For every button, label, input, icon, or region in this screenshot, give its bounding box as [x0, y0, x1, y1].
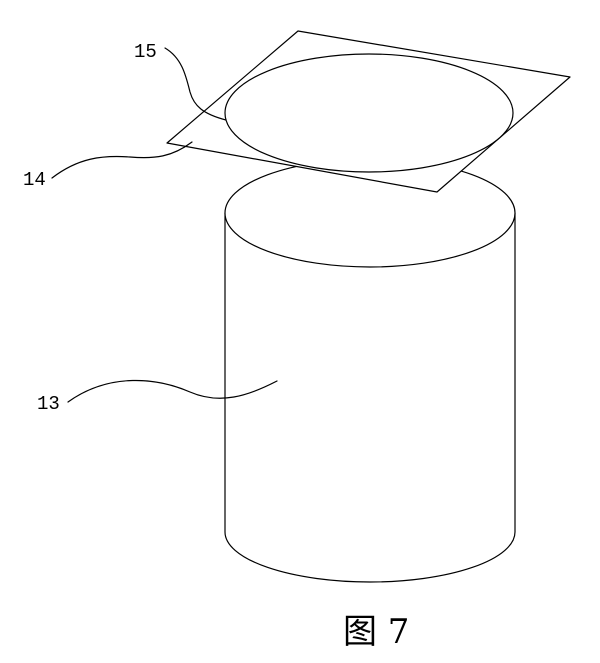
figure-caption: 图 7 — [343, 612, 409, 652]
leader-line-14 — [51, 141, 193, 179]
circular-disc-15 — [224, 53, 514, 173]
cylinder-13 — [224, 158, 516, 583]
cylinder-body — [224, 212, 516, 583]
leader-line-13 — [67, 379, 278, 403]
leader-line-15 — [164, 47, 227, 121]
label-13: 13 — [37, 393, 60, 415]
label-14: 14 — [23, 169, 46, 191]
label-15: 15 — [134, 41, 157, 63]
